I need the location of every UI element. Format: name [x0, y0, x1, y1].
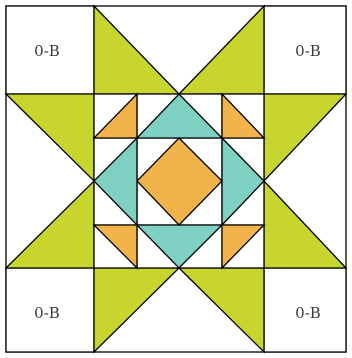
- corner-label-top-right: 0-B: [295, 42, 321, 60]
- corner-label-bottom-right: 0-B: [295, 304, 321, 322]
- corner-label-top-left: 0-B: [34, 42, 60, 60]
- corner-label-bottom-left: 0-B: [34, 304, 60, 322]
